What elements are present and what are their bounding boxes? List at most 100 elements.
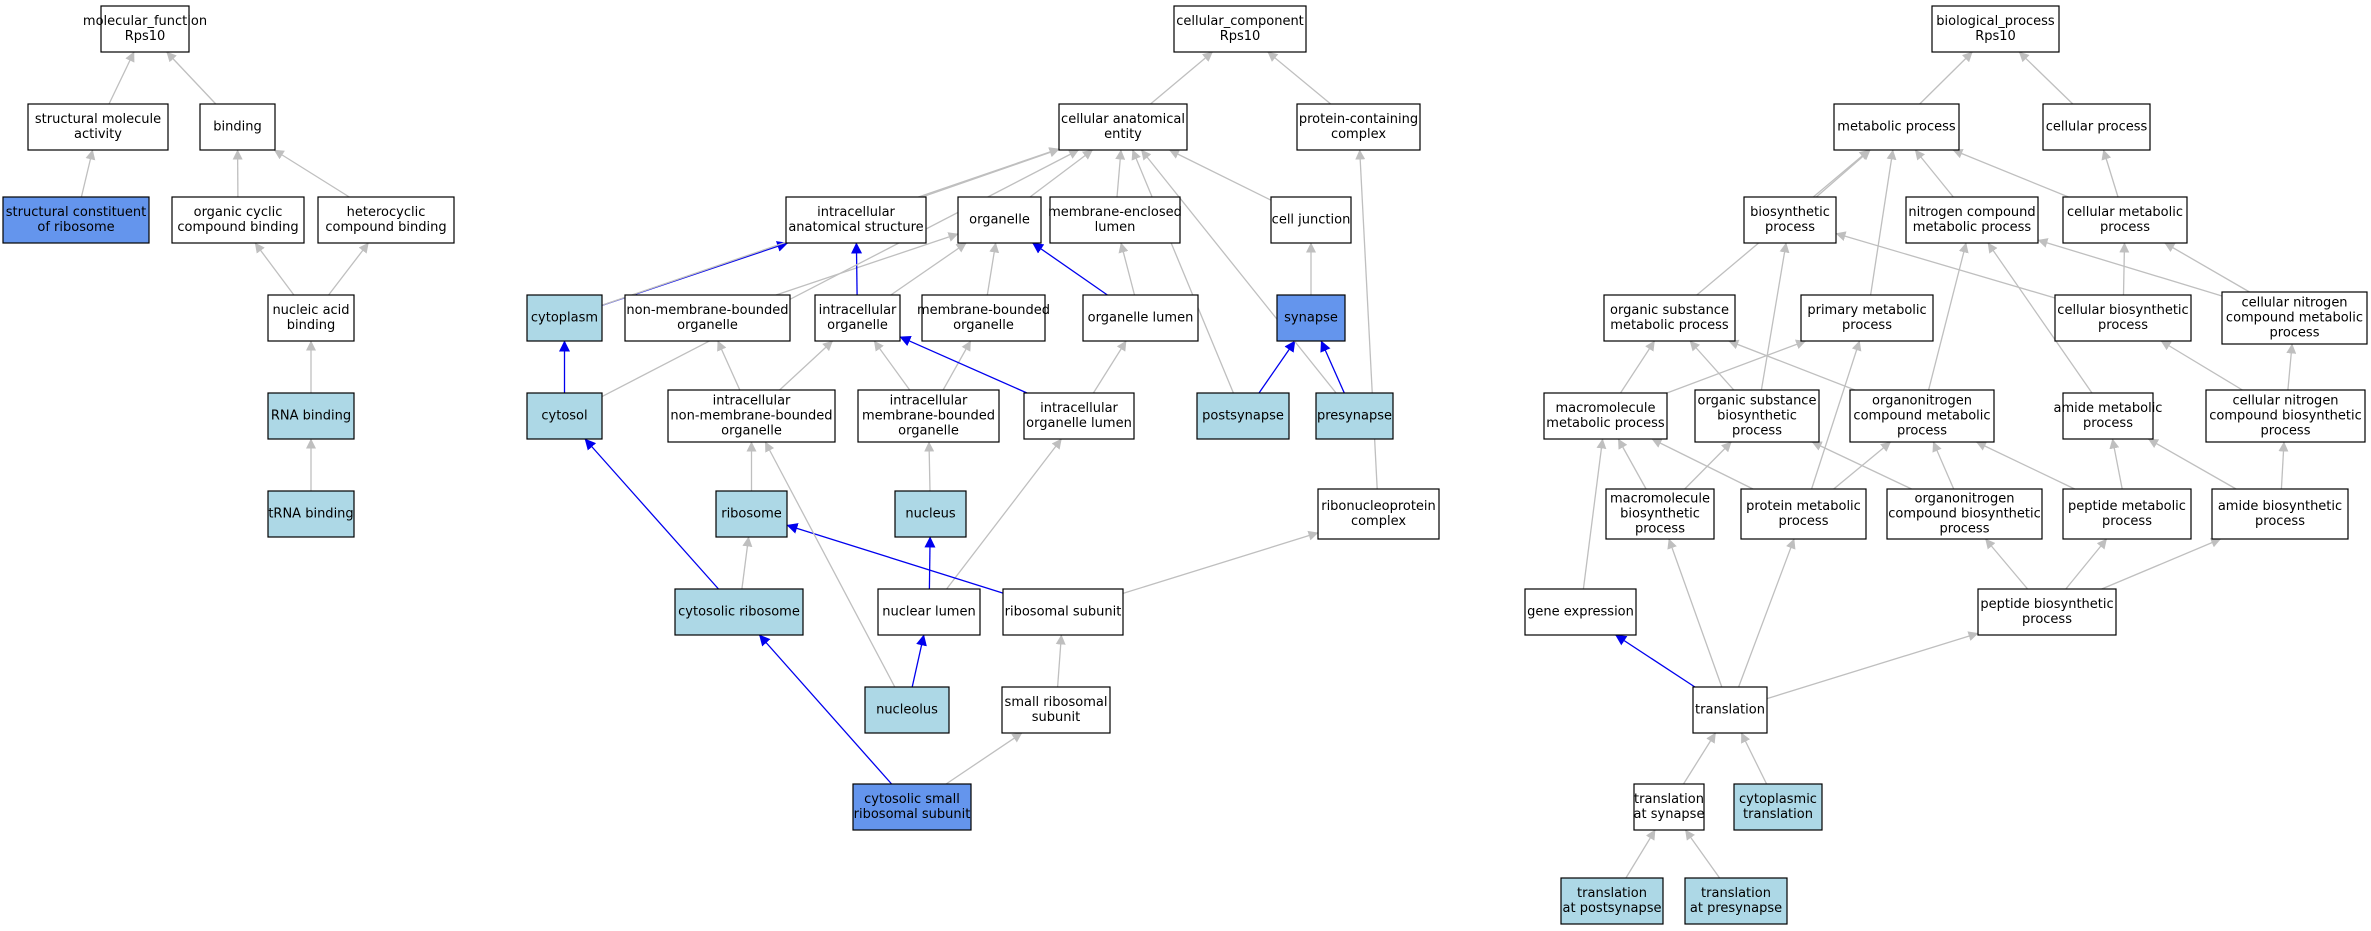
node-trans: translation	[1692, 686, 1768, 734]
node-bind: binding	[199, 103, 276, 151]
node-label-oncbp-0: organonitrogen	[1915, 492, 2015, 507]
edge-tapost-to-tas	[1625, 829, 1656, 879]
node-box-amp	[2062, 392, 2154, 440]
edge-pre-to-syn	[1320, 340, 1345, 394]
node-rs: ribosomal subunit	[1002, 588, 1124, 636]
node-label-srs-0: small ribosomal	[1005, 695, 1108, 710]
edge-oncbp-to-oncmp	[1932, 441, 1955, 490]
node-label-pmp-0: primary metabolic	[1807, 303, 1926, 318]
node-label-oncmp-2: process	[1897, 424, 1947, 439]
edge-imbo-to-io	[873, 340, 911, 391]
edge-osbp-to-bsp	[1760, 242, 1790, 391]
node-org: organelle	[957, 196, 1042, 244]
node-label-sma-1: activity	[74, 127, 122, 142]
edge-nucleolus-to-nl	[911, 634, 927, 688]
node-ol: organelle lumen	[1082, 294, 1199, 342]
node-label-oncmp-0: organonitrogen	[1872, 394, 1972, 409]
edge-cj-to-cae	[1169, 149, 1272, 201]
node-box-mel	[1049, 196, 1181, 244]
node-label-cncbp-2: process	[2261, 424, 2311, 439]
node-label-nmbo-0: non-membrane-bounded	[626, 303, 788, 318]
node-label-io-0: intracellular	[819, 303, 897, 318]
node-label-mbp-2: process	[1635, 522, 1685, 537]
node-label-csrs-0: cytosolic small	[864, 792, 960, 807]
edge-hccb-to-bind	[273, 149, 350, 198]
node-box-srs	[1001, 686, 1111, 734]
edge-rs-to-ribo	[786, 523, 1004, 594]
node-box-iol	[1023, 392, 1135, 440]
node-label-iol-0: intracellular	[1040, 401, 1118, 416]
node-box-io	[814, 294, 901, 342]
node-rnab: RNA binding	[267, 392, 355, 440]
node-cp: cellular process	[2042, 103, 2151, 151]
node-label-pbp-0: peptide biosynthetic	[1980, 597, 2113, 612]
node-box-cribo	[674, 588, 804, 636]
node-box-sma	[27, 103, 169, 151]
node-box-pre	[1315, 392, 1394, 440]
node-box-rnab	[267, 392, 355, 440]
node-label-cbp-0: cellular biosynthetic	[2057, 303, 2188, 318]
edges-layer	[80, 51, 2297, 879]
node-label-pmp-1: process	[1842, 318, 1892, 333]
node-label-rnp-0: ribonucleoprotein	[1321, 499, 1436, 514]
node-box-nl	[877, 588, 981, 636]
node-label-tas-1: at synapse	[1634, 807, 1705, 822]
node-label-ct-1: translation	[1743, 807, 1813, 822]
node-box-ge	[1524, 588, 1637, 636]
node-box-cae	[1058, 103, 1188, 151]
node-label-bp-0: biological_process	[1936, 14, 2055, 29]
node-label-cncmp-2: process	[2270, 326, 2320, 341]
node-label-tapre-1: at presynapse	[1690, 901, 1782, 916]
node-label-cbp-1: process	[2098, 318, 2148, 333]
node-label-nl-0: nuclear lumen	[882, 605, 975, 620]
edge-inmbo-to-io	[779, 340, 834, 391]
node-box-trnab	[267, 490, 355, 538]
node-box-abp	[2211, 488, 2349, 540]
node-label-mf-1: Rps10	[125, 29, 166, 44]
node-label-osbp-1: biosynthetic	[1717, 409, 1797, 424]
edge-cncbp-to-cncmp	[2286, 343, 2297, 391]
node-box-bsp	[1743, 196, 1837, 244]
node-label-cae-0: cellular anatomical	[1061, 112, 1185, 127]
edge-mmp-to-osmp	[1619, 340, 1656, 394]
node-label-ol-0: organelle lumen	[1088, 311, 1194, 326]
node-pre: presynapse	[1315, 392, 1394, 440]
node-ribo: ribosome	[715, 490, 788, 538]
node-box-inmbo	[667, 389, 836, 443]
node-label-cncmp-0: cellular nitrogen	[2241, 296, 2347, 311]
node-box-rnp	[1317, 488, 1440, 540]
edge-scr-to-sma	[80, 149, 96, 198]
node-label-amp-1: process	[2083, 416, 2133, 431]
node-nl: nuclear lumen	[877, 588, 981, 636]
node-label-sma-0: structural molecule	[35, 112, 161, 127]
node-box-ct	[1733, 783, 1823, 831]
node-label-cj-0: cell junction	[1272, 213, 1351, 228]
node-box-bp	[1931, 5, 2060, 53]
node-label-cribo-0: cytosolic ribosome	[678, 605, 800, 620]
node-label-ncmp-1: metabolic process	[1913, 220, 2032, 235]
node-label-iol-1: organelle lumen	[1026, 416, 1132, 431]
node-box-cncbp	[2205, 389, 2366, 443]
edge-nucleolus-to-inmbo	[764, 441, 896, 688]
node-label-tas-0: translation	[1634, 792, 1704, 807]
edge-nab-to-occb	[254, 242, 295, 296]
edge-oncmp-to-osmp	[1728, 339, 1856, 391]
edge-ol-to-org	[1032, 242, 1108, 296]
node-label-cae-1: entity	[1104, 127, 1142, 142]
node-label-ge-0: gene expression	[1527, 605, 1634, 620]
